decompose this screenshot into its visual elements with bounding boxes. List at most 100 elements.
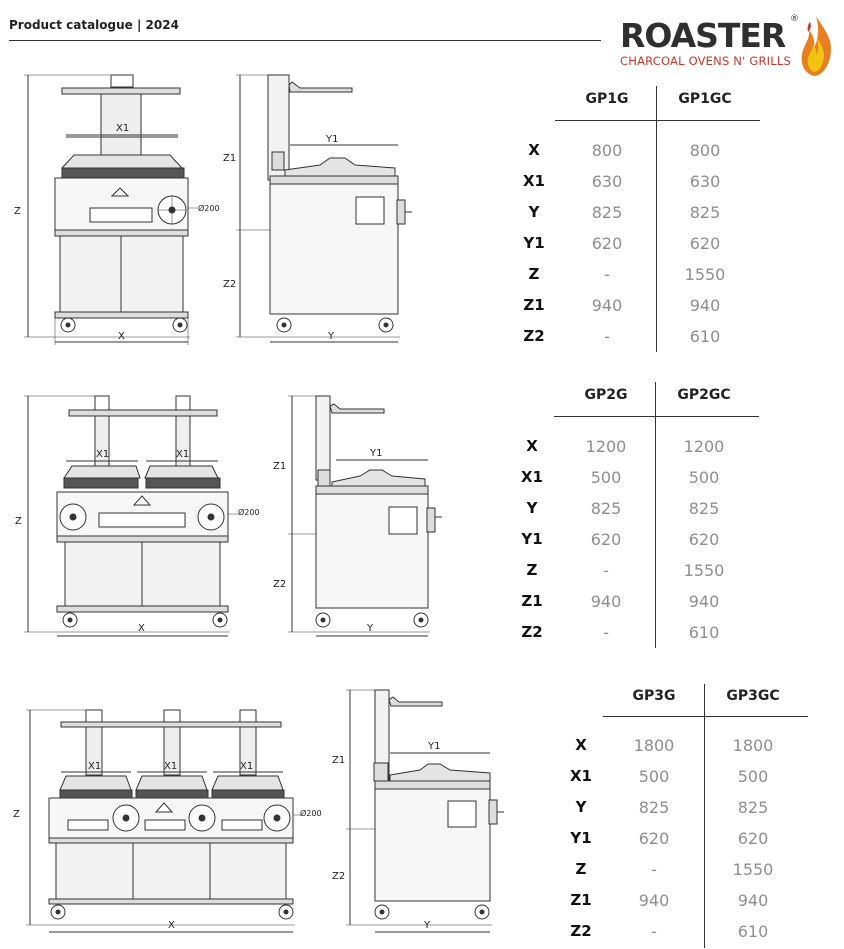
table-cell: 620: [590, 530, 622, 549]
column-header: GP2GC: [677, 387, 731, 403]
table-cell: 610: [688, 623, 720, 642]
gp2-front-view: [24, 395, 238, 637]
table-cell: 500: [590, 468, 622, 487]
column-header: GP1GC: [678, 91, 732, 107]
gp3-y1-label: Y1: [427, 741, 440, 752]
row-label: X: [526, 437, 538, 455]
gp1-front-view: [24, 74, 198, 345]
row-label: Y: [528, 203, 540, 221]
row-label: Z1: [521, 592, 543, 610]
table-cell: 620: [638, 829, 670, 848]
table-cell: 620: [737, 829, 769, 848]
gp1-z2-label: Z2: [223, 279, 236, 290]
gp3-front-view: [26, 709, 301, 933]
row-label: Z2: [570, 922, 592, 940]
gp3-diameter-label: Ø200: [300, 808, 322, 818]
column-divider: [656, 86, 657, 352]
table-cell: 610: [737, 922, 769, 941]
table-cell: 825: [737, 798, 769, 817]
gp2-y-label: Y: [366, 623, 374, 634]
table-cell: 1550: [684, 265, 726, 284]
table-cell: 940: [688, 592, 720, 611]
row-label: Z1: [523, 296, 545, 314]
row-label: Z2: [523, 327, 545, 345]
gp1-x1-label: X1: [116, 123, 129, 134]
table-cell: 940: [638, 891, 670, 910]
row-label: Y1: [523, 234, 545, 252]
gp1-z-label: Z: [14, 206, 21, 217]
table-cell: 500: [688, 468, 720, 487]
table-cell: 630: [591, 172, 623, 191]
gp2-z2-label: Z2: [273, 579, 286, 590]
gp2-diameter-label: Ø200: [238, 507, 260, 517]
row-label: X1: [569, 767, 592, 785]
column-header: GP1G: [585, 91, 629, 107]
table-cell: -: [604, 327, 610, 346]
gp2-z-label: Z: [15, 516, 22, 527]
row-label: X: [575, 736, 587, 754]
row-label: Z: [526, 561, 538, 579]
row-label: X1: [520, 468, 543, 486]
gp3-z1-label: Z1: [332, 755, 345, 766]
table-cell: 500: [737, 767, 769, 786]
header-divider: [9, 40, 601, 41]
table-cell: 1200: [585, 437, 627, 456]
gp2-x1-right-label: X1: [176, 449, 189, 460]
flame-icon: [801, 16, 832, 76]
gp1-side-view: [236, 74, 412, 343]
table-rule: [554, 416, 759, 417]
table-cell: -: [603, 561, 609, 580]
table-cell: 825: [638, 798, 670, 817]
gp2-z1-label: Z1: [273, 461, 286, 472]
gp2-side-view: [288, 395, 442, 637]
table-cell: 825: [689, 203, 721, 222]
table-cell: 620: [689, 234, 721, 253]
table-cell: 1550: [732, 860, 774, 879]
gp2-y1-label: Y1: [369, 448, 382, 459]
gp1-diameter-label: Ø200: [198, 203, 220, 213]
gp3-x1-left-label: X1: [88, 761, 101, 772]
table-cell: 630: [689, 172, 721, 191]
row-label: Y: [526, 499, 538, 517]
table-rule: [555, 120, 760, 121]
brand-name: ROASTER: [620, 16, 786, 55]
row-label: X: [528, 141, 540, 159]
gp2-x1-left-label: X1: [96, 449, 109, 460]
column-divider: [655, 382, 656, 648]
table-cell: 610: [689, 327, 721, 346]
gp3-x1-right-label: X1: [240, 761, 253, 772]
column-divider: [704, 684, 705, 948]
gp2-x-label: X: [138, 623, 145, 634]
table-cell: 800: [689, 141, 721, 160]
gp1-y-label: Y: [327, 331, 335, 342]
table-cell: 825: [591, 203, 623, 222]
table-cell: 620: [688, 530, 720, 549]
column-header: GP2G: [584, 387, 628, 403]
table-cell: 500: [638, 767, 670, 786]
table-cell: -: [604, 265, 610, 284]
row-label: Z1: [570, 891, 592, 909]
gp1-x-label: X: [118, 331, 125, 342]
catalogue-title: Product catalogue | 2024: [9, 18, 179, 32]
table-cell: 1800: [633, 736, 675, 755]
gp3-z2-label: Z2: [332, 871, 345, 882]
table-cell: 940: [590, 592, 622, 611]
registered-mark: ®: [790, 14, 799, 24]
table-cell: 825: [688, 499, 720, 518]
brand-logo: ROASTER ® CHARCOAL OVENS N' GRILLS: [620, 14, 840, 76]
row-label: Y1: [521, 530, 543, 548]
table-cell: 940: [591, 296, 623, 315]
gp3-x1-center-label: X1: [164, 761, 177, 772]
column-header: GP3GC: [726, 688, 780, 704]
gp3-x-label: X: [168, 920, 175, 931]
table-cell: 1200: [683, 437, 725, 456]
table-cell: 940: [689, 296, 721, 315]
gp3-side-view: [346, 689, 504, 933]
table-cell: 1800: [732, 736, 774, 755]
row-label: Y: [575, 798, 587, 816]
gp3-y-label: Y: [423, 920, 431, 931]
row-label: X1: [522, 172, 545, 190]
gp1-y1-label: Y1: [325, 134, 338, 145]
gp1-z1-label: Z1: [223, 153, 236, 164]
